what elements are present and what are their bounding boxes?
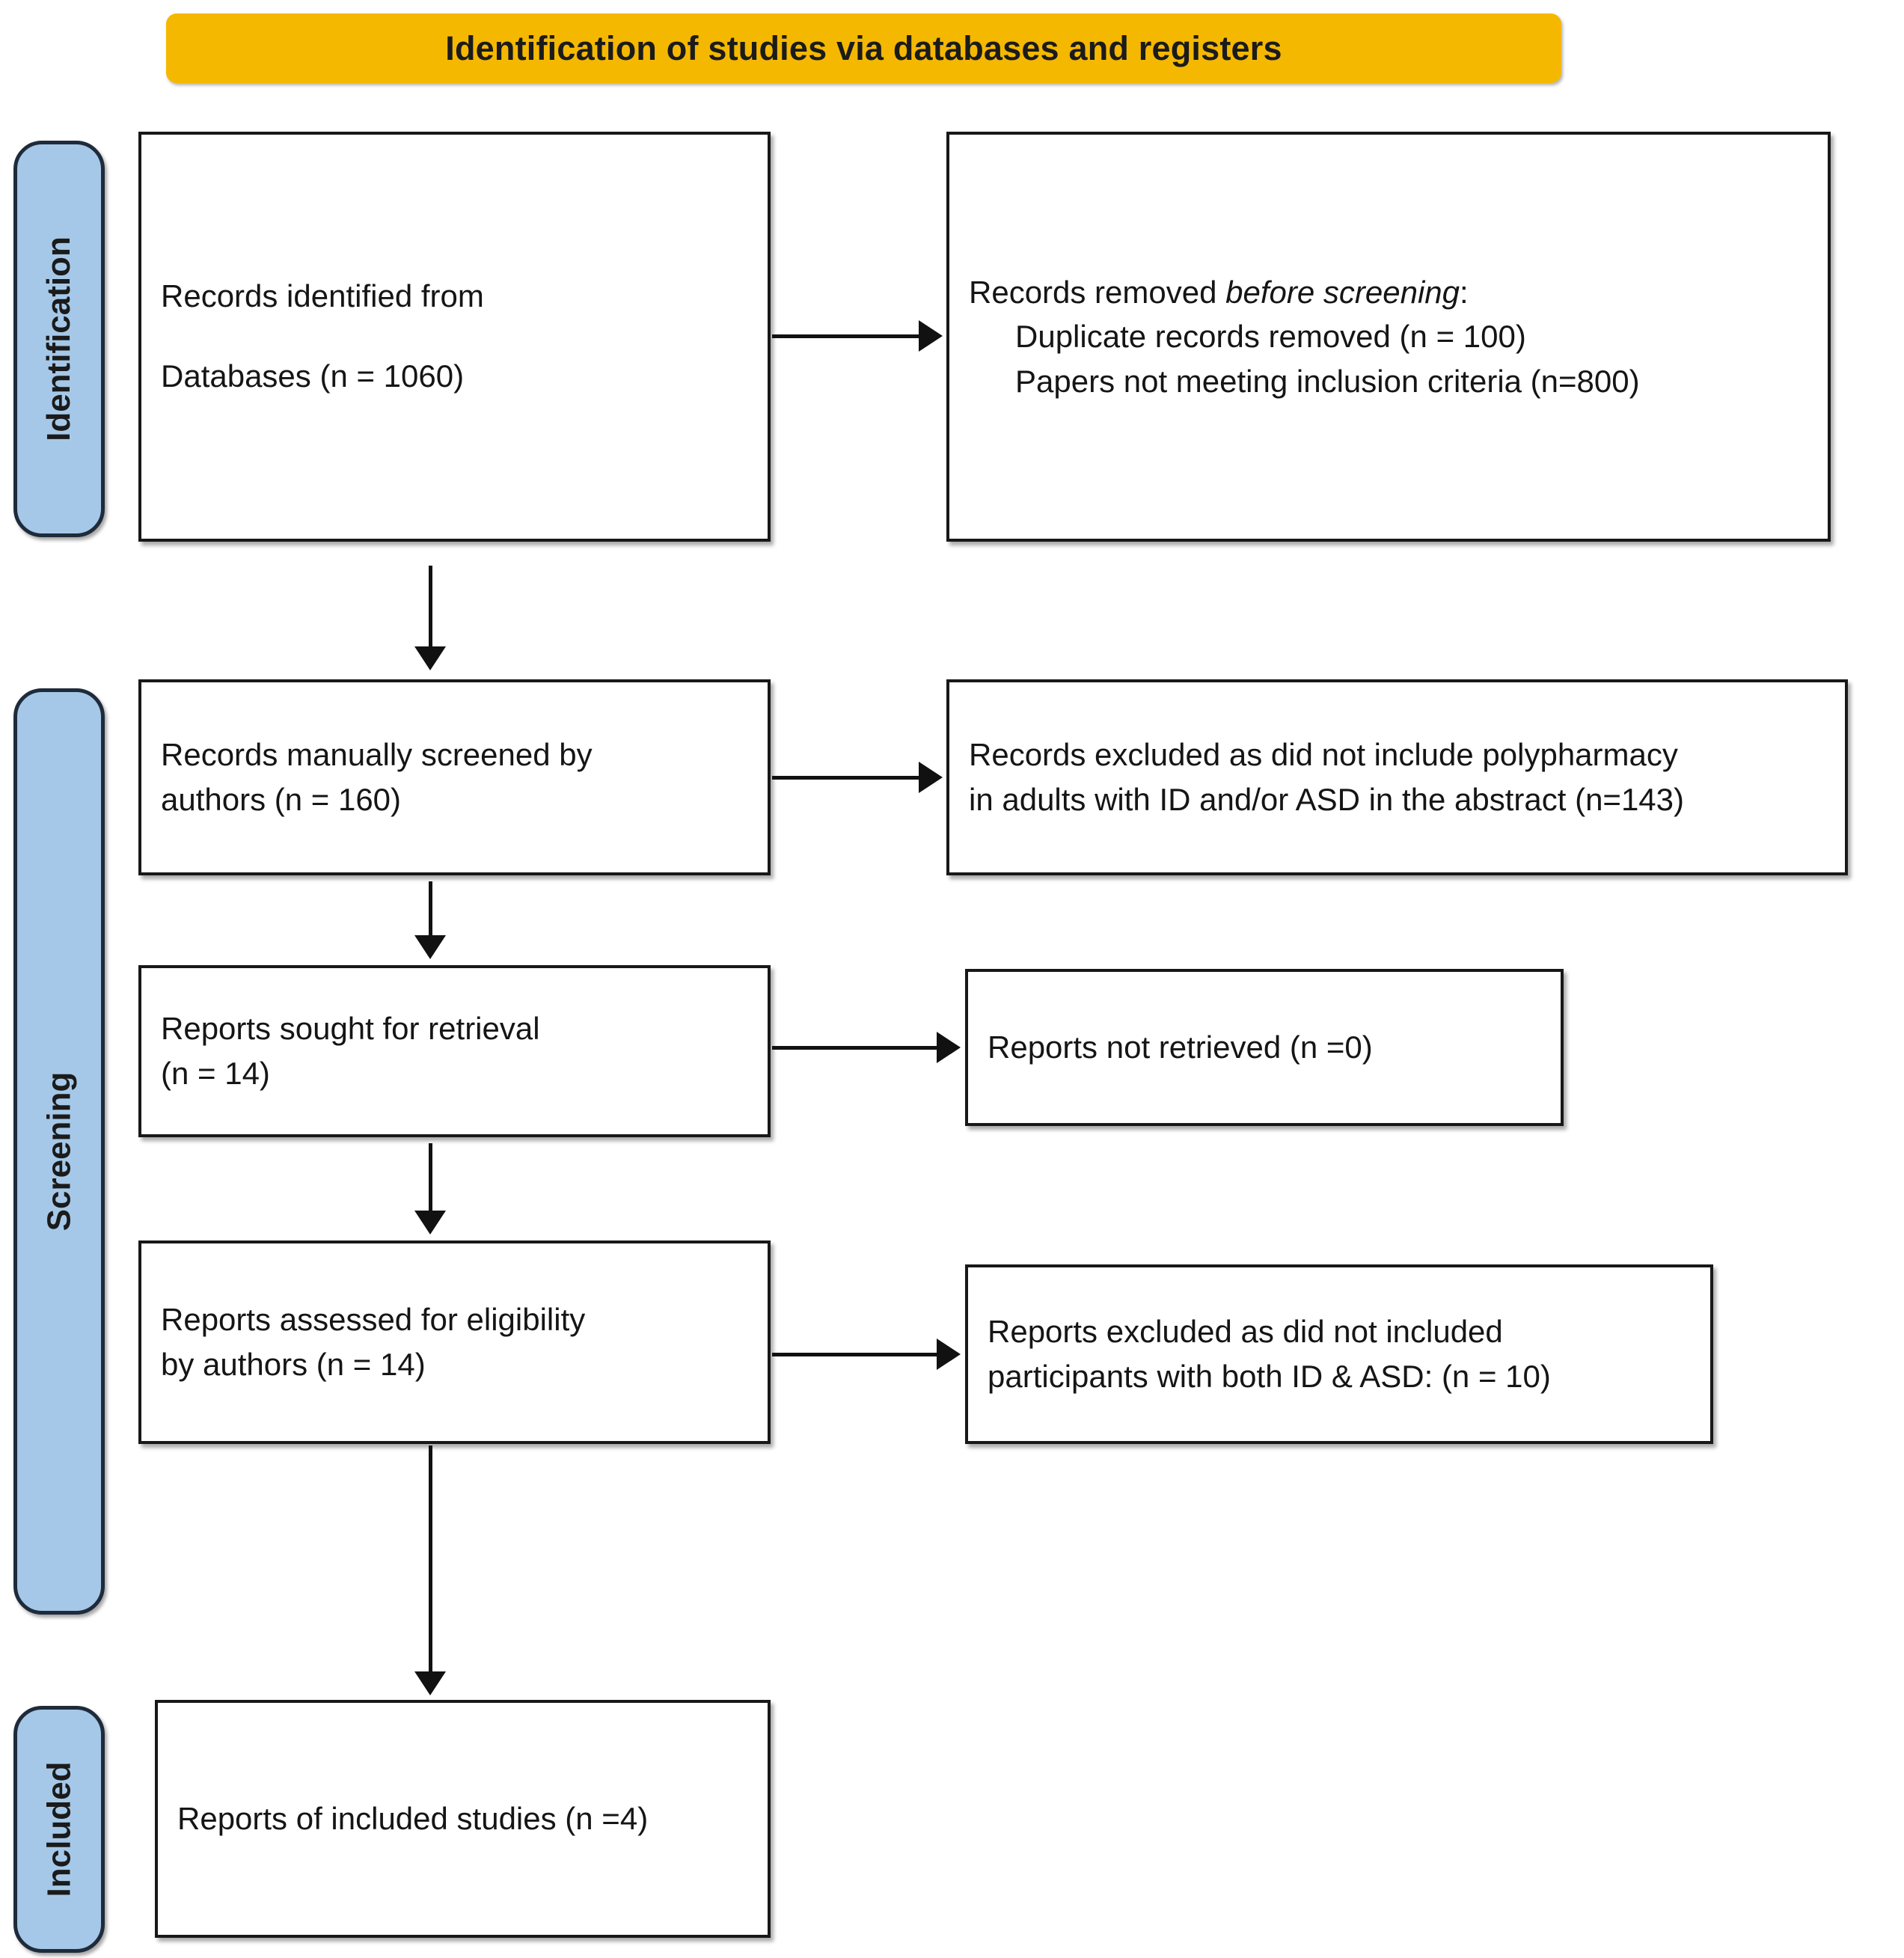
arrow-shaft — [772, 776, 922, 780]
diagram-header-banner: Identification of studies via databases … — [166, 13, 1561, 83]
arrow-down-sought-to-assessed — [408, 1143, 453, 1235]
arrow-shaft — [429, 1445, 432, 1673]
stage-label-identification-text: Identification — [40, 236, 77, 441]
arrow-shaft — [429, 566, 432, 648]
arrow-right-identified-to-removed — [772, 317, 943, 355]
banner-title: Identification of studies via databases … — [445, 28, 1282, 67]
box-records-removed: Records removed before screening: Duplic… — [946, 132, 1831, 542]
arrow-head-icon — [414, 935, 446, 959]
box-reports-included: Reports of included studies (n =4) — [155, 1700, 771, 1938]
box-records-identified-line2: Databases (n = 1060) — [161, 358, 465, 394]
box-reports-not-retrieved-line1: Reports not retrieved (n =0) — [988, 1029, 1373, 1065]
box-records-removed-heading-italic: before screening — [1225, 274, 1460, 310]
box-reports-not-retrieved: Reports not retrieved (n =0) — [965, 969, 1564, 1126]
box-reports-sought-line2: (n = 14) — [161, 1056, 270, 1091]
stage-label-included: Included — [13, 1706, 105, 1953]
box-reports-sought: Reports sought for retrieval (n = 14) — [138, 965, 771, 1137]
stage-label-included-text: Included — [40, 1761, 77, 1897]
box-reports-assessed-line1: Reports assessed for eligibility — [161, 1302, 586, 1338]
stage-label-screening: Screening — [13, 688, 105, 1615]
arrow-head-icon — [414, 1211, 446, 1235]
arrow-shaft — [772, 1046, 940, 1050]
arrow-down-screened-to-sought — [408, 881, 453, 959]
box-records-removed-line2: Duplicate records removed (n = 100) — [1015, 319, 1526, 355]
box-records-removed-heading-suffix: : — [1460, 274, 1469, 310]
arrow-head-icon — [937, 1339, 961, 1370]
box-reports-included-line1: Reports of included studies (n =4) — [177, 1800, 649, 1836]
box-records-excluded-screening-line2: in adults with ID and/or ASD in the abst… — [969, 782, 1685, 817]
box-reports-excluded-line1: Reports excluded as did not included — [988, 1314, 1503, 1350]
box-records-identified: Records identified from Databases (n = 1… — [138, 132, 771, 542]
arrow-shaft — [429, 881, 432, 937]
box-records-removed-line3: Papers not meeting inclusion criteria (n… — [1015, 363, 1640, 399]
arrow-head-icon — [919, 320, 943, 352]
arrow-down-assessed-to-included — [408, 1445, 453, 1695]
box-reports-excluded-line2: participants with both ID & ASD: (n = 10… — [988, 1359, 1551, 1394]
box-records-screened-line2: authors (n = 160) — [161, 782, 402, 817]
arrow-head-icon — [414, 1671, 446, 1695]
arrow-head-icon — [937, 1032, 961, 1063]
box-records-excluded-screening-line1: Records excluded as did not include poly… — [969, 737, 1678, 773]
arrow-down-identified-to-screened — [408, 566, 453, 670]
box-records-identified-line1: Records identified from — [161, 278, 484, 314]
box-records-screened-line1: Records manually screened by — [161, 737, 593, 773]
box-reports-assessed: Reports assessed for eligibility by auth… — [138, 1240, 771, 1444]
arrow-shaft — [772, 334, 922, 338]
box-records-screened: Records manually screened by authors (n … — [138, 679, 771, 875]
stage-label-screening-text: Screening — [40, 1071, 77, 1232]
box-records-excluded-screening: Records excluded as did not include poly… — [946, 679, 1848, 875]
arrow-right-sought-to-not-retrieved — [772, 1029, 961, 1066]
arrow-shaft — [772, 1353, 940, 1356]
box-reports-excluded: Reports excluded as did not included par… — [965, 1264, 1713, 1444]
arrow-right-screened-to-excluded — [772, 759, 943, 796]
box-records-removed-heading: Records removed before screening: — [969, 270, 1808, 315]
box-reports-sought-line1: Reports sought for retrieval — [161, 1011, 540, 1047]
arrow-head-icon — [919, 762, 943, 793]
arrow-right-assessed-to-excluded — [772, 1336, 961, 1373]
stage-label-identification: Identification — [13, 141, 105, 537]
box-records-removed-heading-prefix: Records removed — [969, 274, 1226, 310]
arrow-shaft — [429, 1143, 432, 1212]
arrow-head-icon — [414, 646, 446, 670]
box-reports-assessed-line2: by authors (n = 14) — [161, 1347, 426, 1382]
